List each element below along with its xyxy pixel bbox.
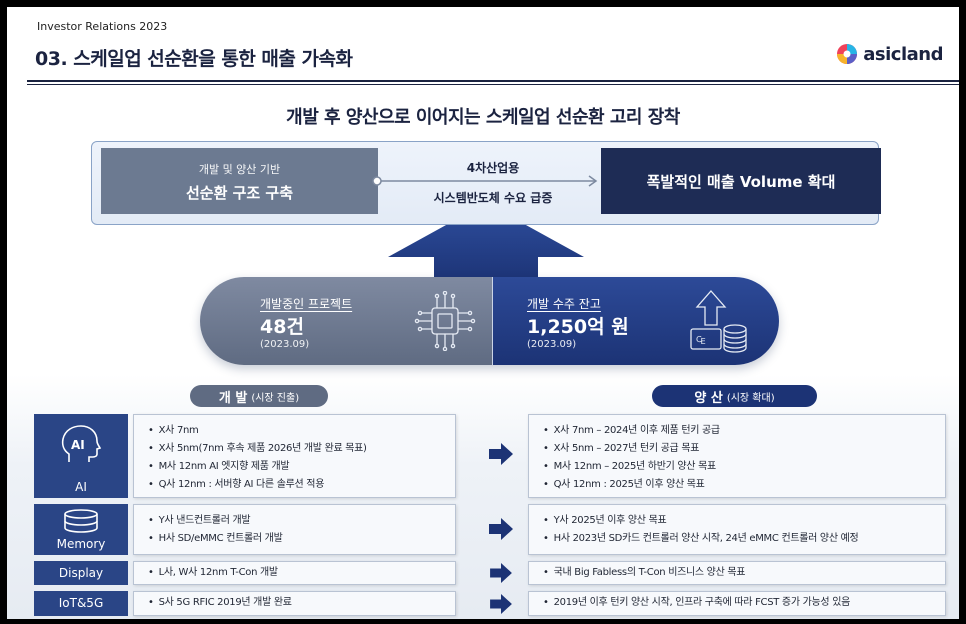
list-item: M사 12nm AI 엣지향 제품 개발 <box>148 458 455 476</box>
order-backlog-stat: 개발 수주 잔고 1,250억 원 (2023.09) ₠ <box>492 277 779 365</box>
list-item: Q사 12nm : 서버향 AI 다른 솔루션 적용 <box>148 476 455 494</box>
mass-production-tag-sub: (시장 확대) <box>726 392 775 404</box>
list-item: 국내 Big Fabless의 T-Con 비즈니스 양산 목표 <box>543 564 945 582</box>
dev-projects-date: (2023.09) <box>260 339 310 350</box>
stats-pill: 개발중인 프로젝트 48건 (2023.09) 개발 수주 잔고 1,250억 … <box>200 277 779 365</box>
memory-development-box: Y사 낸드컨트롤러 개발 H사 SD/eMMC 컨트롤러 개발 <box>133 504 456 555</box>
cycle-foundation: 개발 및 양산 기반 선순환 구조 구축 <box>101 148 378 214</box>
cycle-foundation-subtitle: 개발 및 양산 기반 <box>198 163 281 176</box>
cycle-driver-line2: 시스템반도체 수요 급증 <box>433 191 553 205</box>
list-item: H사 SD/eMMC 컨트롤러 개발 <box>148 530 455 548</box>
list-item: H사 2023년 SD카드 컨트롤러 양산 시작, 24년 eMMC 컨트롤러 … <box>543 530 945 548</box>
logo: asicland <box>836 43 943 65</box>
ai-production-box: X사 7nm – 2024년 이후 제품 턴키 공급 X사 5nm – 2027… <box>528 414 946 498</box>
display-production-box: 국내 Big Fabless의 T-Con 비즈니스 양산 목표 <box>528 561 946 585</box>
header-rule <box>27 80 959 82</box>
order-backlog-value: 1,250억 원 <box>527 316 629 338</box>
arrow-right-icon <box>489 443 513 465</box>
list-item: M사 12nm – 2025년 하반기 양산 목표 <box>543 458 945 476</box>
category-display: Display <box>34 561 128 585</box>
asicland-logo-icon <box>837 44 858 64</box>
growth-coins-icon: ₠ <box>690 290 747 353</box>
list-item: X사 5nm(7nm 후속 제품 2026년 개발 완료 목표) <box>148 440 455 458</box>
category-display-label: Display <box>58 566 104 580</box>
order-backlog-label: 개발 수주 잔고 <box>527 297 601 311</box>
cycle-arrow-icon <box>372 175 598 187</box>
list-item: L사, W사 12nm T-Con 개발 <box>148 564 455 582</box>
category-memory: Memory <box>34 504 128 555</box>
iot-production-box: 2019년 이후 턴키 양산 시작, 인프라 구축에 따라 FCST 증가 가능… <box>528 591 946 616</box>
page-title: 03. 스케일업 선순환을 통한 매출 가속화 <box>35 48 353 70</box>
mass-production-tag: 양 산 (시장 확대) <box>652 385 817 407</box>
big-up-arrow-icon <box>388 203 584 283</box>
category-memory-label: Memory <box>56 537 106 551</box>
cycle-result: 폭발적인 매출 Volume 확대 <box>601 148 881 214</box>
slide: Investor Relations 2023 03. 스케일업 선순환을 통한… <box>7 7 959 619</box>
memory-disk-icon <box>34 508 128 540</box>
svg-text:AI: AI <box>71 438 85 452</box>
list-item: Y사 2025년 이후 양산 목표 <box>543 512 945 530</box>
display-development-box: L사, W사 12nm T-Con 개발 <box>133 561 456 585</box>
list-item: S사 5G RFIC 2019년 개발 완료 <box>148 594 455 612</box>
development-tag-main: 개 발 <box>218 390 248 406</box>
ai-head-icon: AI <box>34 424 128 472</box>
list-item: Y사 낸드컨트롤러 개발 <box>148 512 455 530</box>
memory-production-box: Y사 2025년 이후 양산 목표 H사 2023년 SD카드 컨트롤러 양산 … <box>528 504 946 555</box>
arrow-right-icon <box>490 594 512 614</box>
category-ai-label: AI <box>75 480 87 494</box>
logo-text: asicland <box>863 43 943 65</box>
list-item: X사 5nm – 2027년 턴키 공급 목표 <box>543 440 945 458</box>
chip-icon <box>414 291 476 351</box>
cycle-foundation-title: 선순환 구조 구축 <box>185 184 294 202</box>
dev-projects-value: 48건 <box>260 316 304 338</box>
svg-text:₠: ₠ <box>696 334 706 347</box>
mass-production-tag-main: 양 산 <box>694 390 723 406</box>
category-iot-5g: IoT&5G <box>34 591 128 616</box>
headline: 개발 후 양산으로 이어지는 스케일업 선순환 고리 장착 <box>286 107 680 128</box>
dev-projects-label: 개발중인 프로젝트 <box>260 297 353 311</box>
list-item: X사 7nm <box>148 422 455 440</box>
arrow-right-icon <box>489 518 513 540</box>
ai-development-box: X사 7nm X사 5nm(7nm 후속 제품 2026년 개발 완료 목표) … <box>133 414 456 498</box>
ir-label: Investor Relations 2023 <box>37 20 168 33</box>
development-tag-sub: (시장 진출) <box>251 392 300 404</box>
category-ai: AI AI <box>34 414 128 498</box>
list-item: Q사 12nm : 2025년 이후 양산 목표 <box>543 476 945 494</box>
header-rule-thin <box>27 84 959 85</box>
cycle-driver-line1: 4차산업용 <box>466 161 520 175</box>
dev-projects-stat: 개발중인 프로젝트 48건 (2023.09) <box>200 277 492 365</box>
order-backlog-date: (2023.09) <box>527 339 577 350</box>
list-item: 2019년 이후 턴키 양산 시작, 인프라 구축에 따라 FCST 증가 가능… <box>543 594 945 612</box>
list-item: X사 7nm – 2024년 이후 제품 턴키 공급 <box>543 422 945 440</box>
iot-development-box: S사 5G RFIC 2019년 개발 완료 <box>133 591 456 616</box>
arrow-right-icon <box>490 563 512 583</box>
category-iot-5g-label: IoT&5G <box>58 596 104 610</box>
development-tag: 개 발 (시장 진출) <box>190 385 328 407</box>
